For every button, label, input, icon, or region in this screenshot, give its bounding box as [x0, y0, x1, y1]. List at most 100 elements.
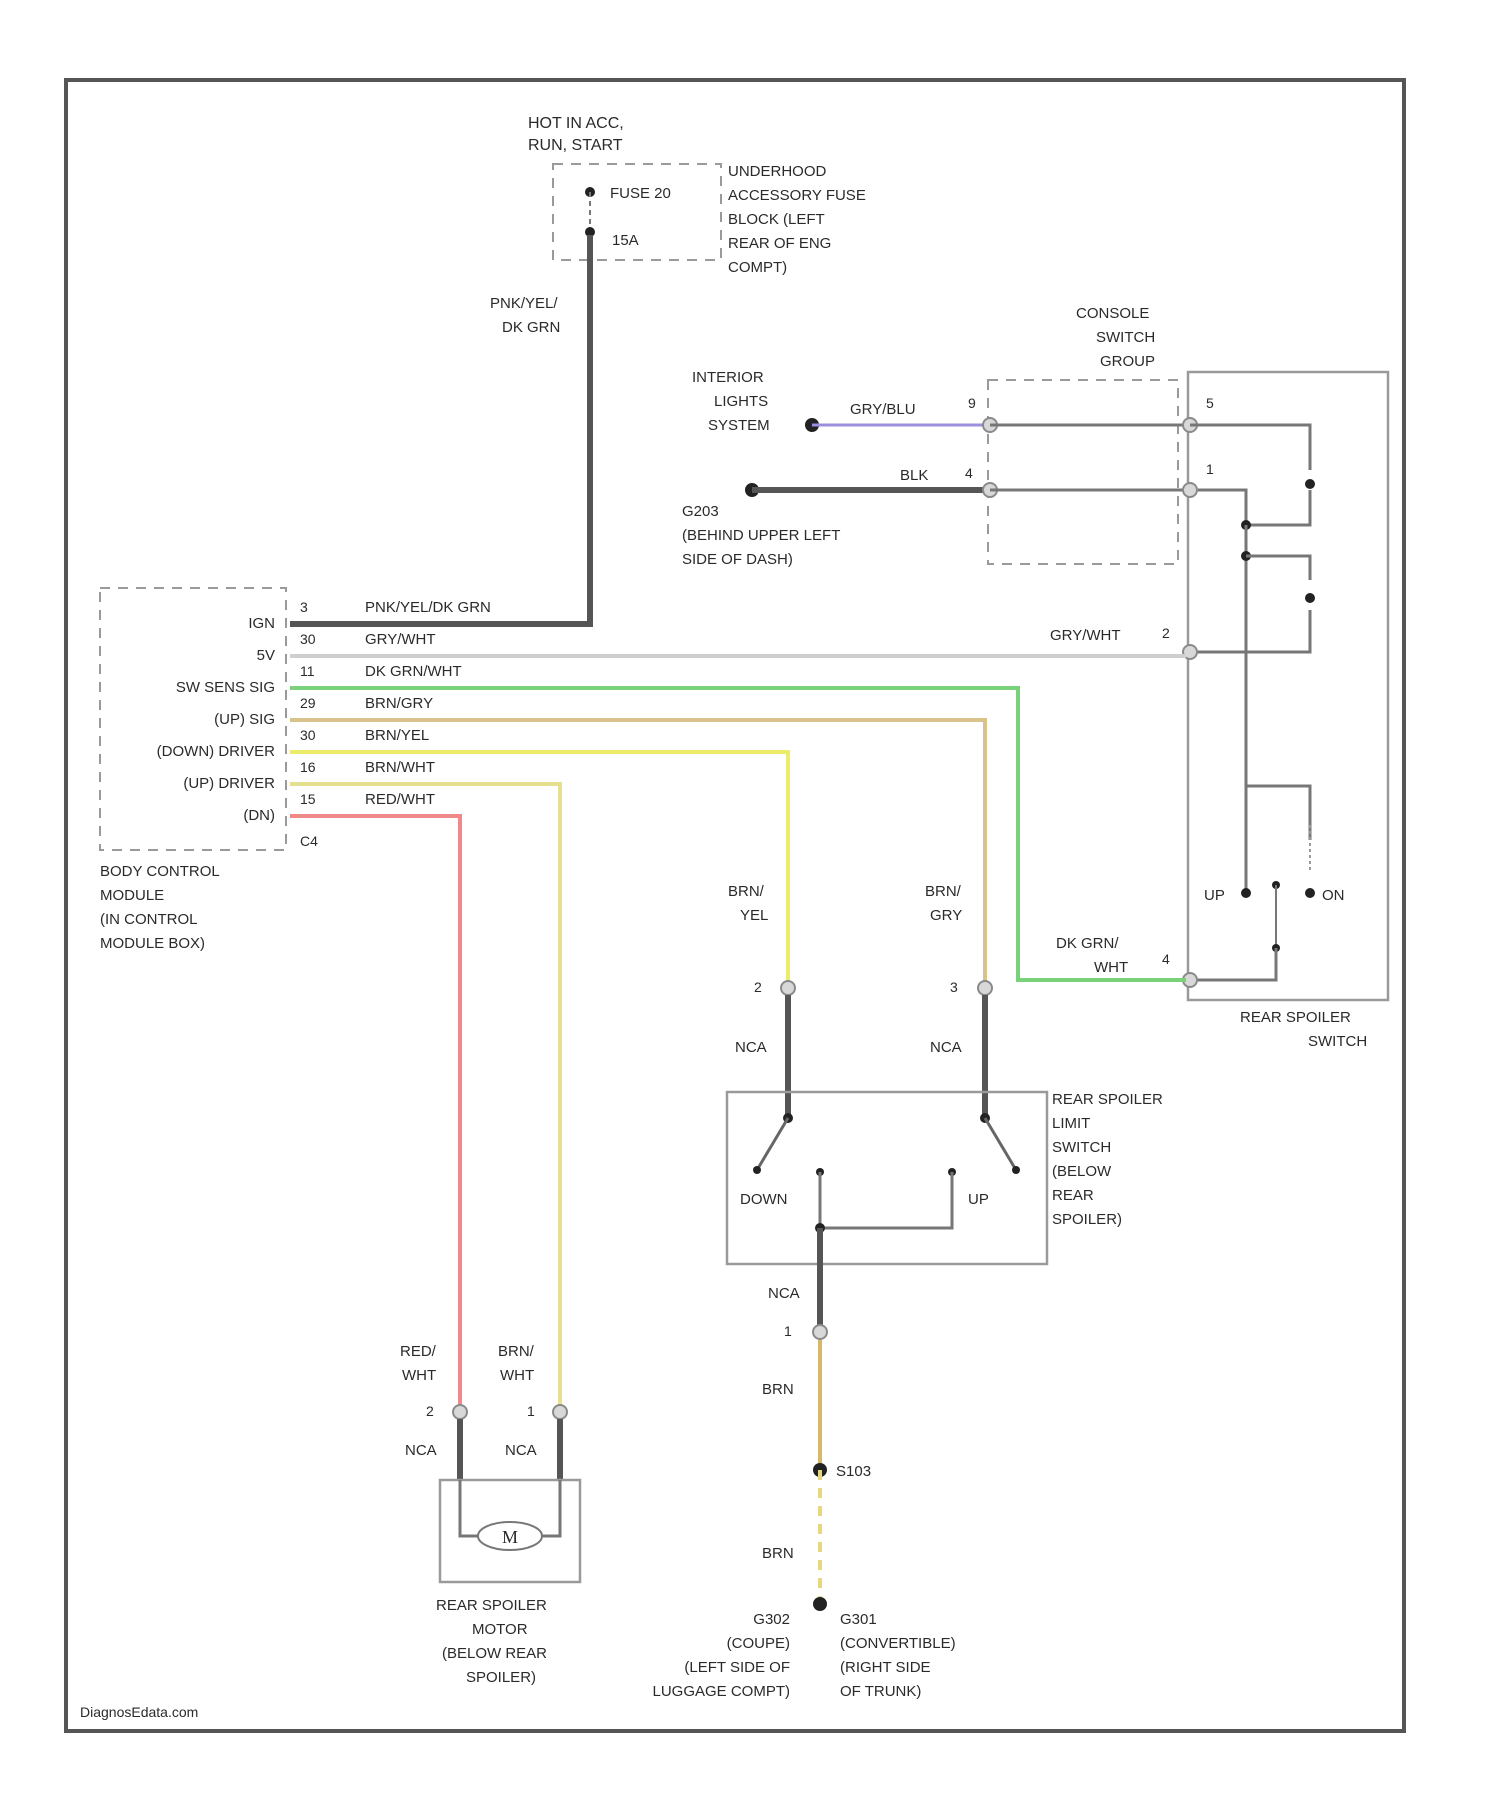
ls-blade-left	[757, 1118, 788, 1170]
bcm-row-5-name: (DOWN) DRIVER	[157, 743, 275, 760]
rss-internal-g	[1190, 948, 1276, 980]
rear-spoiler-switch-box	[1188, 372, 1388, 1000]
motor-title-3: (BELOW REAR	[442, 1645, 547, 1662]
fuse-block: HOT IN ACC, RUN, START FUSE 20 15A UNDER…	[528, 115, 866, 276]
diagram-frame	[66, 80, 1404, 1731]
ls-title-1: REAR SPOILER	[1052, 1091, 1163, 1108]
gry-blu-pin: 9	[968, 395, 976, 411]
console-dashed-box	[988, 380, 1178, 564]
bcm-row-4: (UP) SIG 29 BRN/GRY	[214, 695, 433, 728]
bcm-row-6-name: (UP) DRIVER	[183, 775, 275, 792]
bcm-row-1-pin: 3	[300, 599, 308, 615]
motor-title-4: SPOILER)	[466, 1669, 536, 1686]
fuse-loc-4: REAR OF ENG	[728, 235, 831, 252]
motor-pin-2-label: 2	[426, 1403, 434, 1419]
bcm-row-2-pin: 30	[300, 631, 316, 647]
ls-title-6: SPOILER)	[1052, 1211, 1122, 1228]
ls-title-3: SWITCH	[1052, 1139, 1111, 1156]
ls-blade-right	[985, 1118, 1016, 1170]
ls-pin-3-label: 3	[950, 979, 958, 995]
bcm-row-5: (DOWN) DRIVER 30 BRN/YEL	[157, 727, 430, 760]
rss-up-contact	[1241, 888, 1251, 898]
rss-wire-color-2: WHT	[1094, 959, 1128, 976]
motor-int-right	[542, 1480, 560, 1536]
fuse-loc-1: UNDERHOOD	[728, 163, 827, 180]
rear-spoiler-motor: RED/ WHT BRN/ WHT 2 1 NCA NCA M REAR SPO…	[400, 1343, 580, 1686]
ls-nca-right: NCA	[930, 1039, 962, 1056]
ls-pin-2-label: 2	[754, 979, 762, 995]
g301-1: G301	[840, 1611, 877, 1628]
fuse-number: FUSE 20	[610, 185, 671, 202]
interior-lights-3: SYSTEM	[708, 417, 770, 434]
fuse-loc-5: COMPT)	[728, 259, 787, 276]
ls-wire-left-1: BRN/	[728, 883, 765, 900]
rss-internal-f	[1246, 786, 1310, 840]
ls-pin-1	[813, 1325, 827, 1339]
watermark: DiagnosEdata.com	[80, 1704, 198, 1720]
bcm-row-7-color: RED/WHT	[365, 791, 435, 808]
g301-3: (RIGHT SIDE	[840, 1659, 931, 1676]
bcm-row-6-color: BRN/WHT	[365, 759, 435, 776]
rss-wire-color-1: DK GRN/	[1056, 935, 1119, 952]
rss-contact-1	[1305, 479, 1315, 489]
g203-label-2: (BEHIND UPPER LEFT	[682, 527, 840, 544]
bcm-row-6-pin: 16	[300, 759, 316, 775]
rss-internal-b	[1198, 490, 1310, 525]
motor-pin-1	[553, 1405, 567, 1419]
fuse-wire-color-1: PNK/YEL/	[490, 295, 558, 312]
gry-wht-pin: 2	[1162, 625, 1170, 641]
ign-wire	[290, 235, 590, 624]
g203-label-1: G203	[682, 503, 719, 520]
motor-pin-2	[453, 1405, 467, 1419]
ls-wire-left-2: YEL	[740, 907, 768, 924]
gry-blu-label: GRY/BLU	[850, 401, 916, 418]
g302-4: LUGGAGE COMPT)	[652, 1683, 790, 1700]
bcm-row-7-name: (DN)	[243, 807, 275, 824]
rss-pin-1-label: 1	[1206, 461, 1214, 477]
motor-m-label: M	[502, 1527, 518, 1547]
ls-up-label: UP	[968, 1191, 989, 1208]
brn-label: BRN	[762, 1381, 794, 1398]
bcm-row-2-name: 5V	[257, 647, 275, 664]
bcm-row-2-color: GRY/WHT	[365, 631, 436, 648]
bcm-connector: C4	[300, 833, 318, 849]
bcm-row-7-pin: 15	[300, 791, 316, 807]
brn-wht-wire	[290, 784, 560, 1412]
splice-label: S103	[836, 1463, 871, 1480]
ls-pin-3	[978, 981, 992, 995]
g302-2: (COUPE)	[727, 1635, 790, 1652]
ls-box	[727, 1092, 1047, 1264]
ls-title-5: REAR	[1052, 1187, 1094, 1204]
interior-lights-2: LIGHTS	[714, 393, 768, 410]
ls-wire-right-2: GRY	[930, 907, 962, 924]
fuse-loc-3: BLOCK (LEFT	[728, 211, 825, 228]
blk-pin: 4	[965, 465, 973, 481]
rss-up-label: UP	[1204, 887, 1225, 904]
console-title-1: CONSOLE	[1076, 305, 1149, 322]
bcm-row-6: (UP) DRIVER 16 BRN/WHT	[183, 759, 435, 792]
ls-pin-2	[781, 981, 795, 995]
motor-nca-left: NCA	[405, 1442, 437, 1459]
ls-nca-left: NCA	[735, 1039, 767, 1056]
bcm-row-4-color: BRN/GRY	[365, 695, 433, 712]
bcm-row-1-color: PNK/YEL/DK GRN	[365, 599, 491, 616]
rss-pin-1	[1183, 483, 1197, 497]
g301-4: OF TRUNK)	[840, 1683, 921, 1700]
fuse-wire-color-2: DK GRN	[502, 319, 560, 336]
g302-3: (LEFT SIDE OF	[684, 1659, 790, 1676]
g301-2: (CONVERTIBLE)	[840, 1635, 956, 1652]
ground-dot	[813, 1597, 827, 1611]
brn2-label: BRN	[762, 1545, 794, 1562]
fuse-loc-2: ACCESSORY FUSE	[728, 187, 866, 204]
bcm-row-3-pin: 11	[300, 663, 315, 679]
red-wht-wire	[290, 816, 460, 1412]
fuse-amps: 15A	[612, 232, 639, 249]
rss-on-label: ON	[1322, 887, 1345, 904]
rss-title-1: REAR SPOILER	[1240, 1009, 1351, 1026]
bcm-row-4-name: (UP) SIG	[214, 711, 275, 728]
rss-pin-4-label: 4	[1162, 951, 1170, 967]
ls-contact-right	[1012, 1166, 1020, 1174]
motor-title-1: REAR SPOILER	[436, 1597, 547, 1614]
bcm-title-3: (IN CONTROL	[100, 911, 198, 928]
